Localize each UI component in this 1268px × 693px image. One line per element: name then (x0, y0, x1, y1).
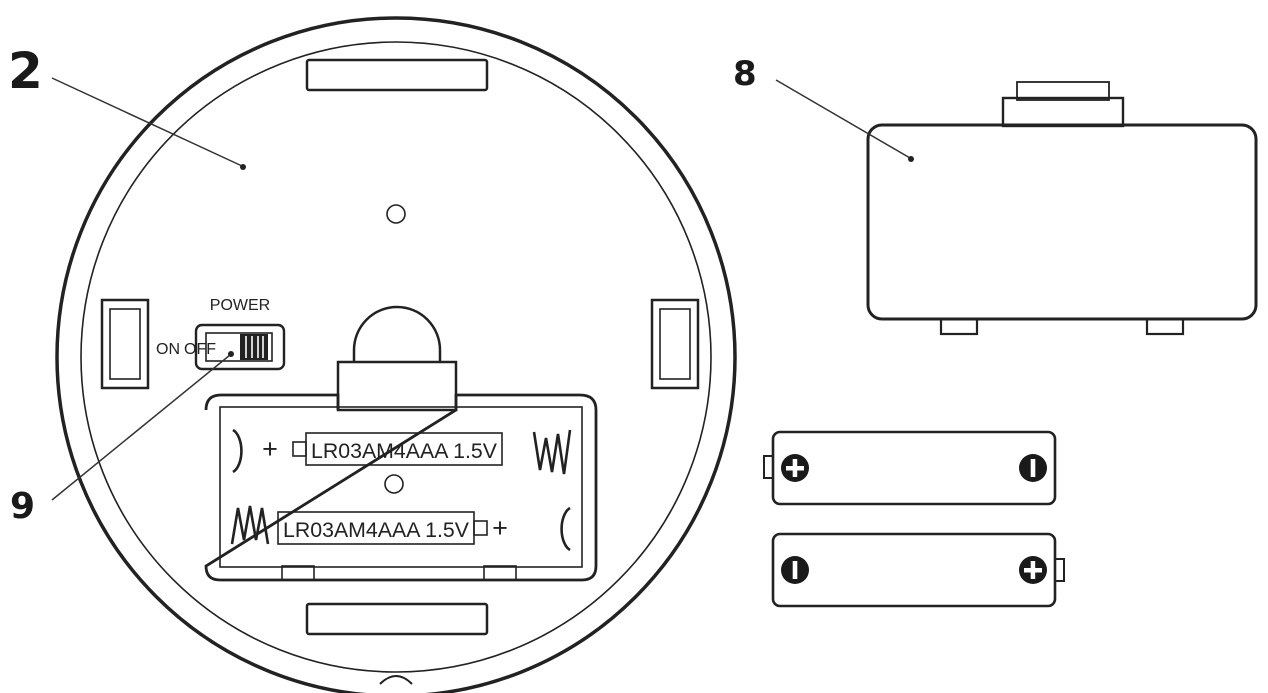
rim-notch (379, 675, 413, 685)
device-inner-rim (80, 41, 712, 673)
flat-contact-icon (232, 428, 243, 474)
right-clip (650, 298, 700, 390)
top-slot (305, 58, 489, 92)
callout-8: 8 (733, 54, 757, 94)
screw-hole-icon (386, 204, 406, 224)
power-switch-off-label: OFF (184, 341, 216, 358)
spring-contact-icon (230, 505, 270, 545)
compartment-hole-icon (384, 474, 404, 494)
flat-contact-icon (560, 506, 571, 552)
leader-line-8 (775, 79, 911, 159)
battery-2 (771, 532, 1065, 608)
cell-1-polarity: + (262, 434, 278, 464)
cell-2-polarity: + (492, 513, 508, 543)
cell-1: + LR03AM4AAA 1.5V (262, 432, 503, 466)
leader-line-9 (51, 354, 231, 501)
device-back: + LR03AM4AAA 1.5V LR03AM4AAA 1.5V + POWE… (51, 16, 737, 693)
leader-line-2 (51, 77, 243, 167)
cell-2-label: LR03AM4AAA 1.5V (283, 519, 469, 542)
power-switch-title: POWER (210, 297, 270, 314)
callout-2: 2 (8, 42, 43, 100)
cell-2: LR03AM4AAA 1.5V + (277, 511, 508, 545)
device-outer-rim (55, 16, 737, 693)
power-switch-on-label: ON (156, 341, 180, 358)
leader-dot-9 (228, 351, 234, 357)
bottom-slot (305, 602, 489, 636)
sensor-dome (336, 305, 458, 412)
battery-1 (763, 430, 1057, 506)
plus-terminal-icon (1019, 556, 1047, 584)
power-switch[interactable]: POWER ON OFF (156, 297, 286, 371)
minus-terminal-icon (781, 556, 809, 584)
battery-compartment: + LR03AM4AAA 1.5V LR03AM4AAA 1.5V + (204, 393, 598, 582)
plus-terminal-icon (781, 454, 809, 482)
cell-1-label: LR03AM4AAA 1.5V (311, 440, 497, 463)
leader-dot-2 (240, 164, 246, 170)
leader-dot-8 (908, 156, 914, 162)
spring-contact-icon (532, 429, 572, 475)
minus-terminal-icon (1019, 454, 1047, 482)
left-clip (100, 298, 150, 390)
callout-9: 9 (10, 486, 35, 527)
battery-cover (775, 79, 1258, 336)
